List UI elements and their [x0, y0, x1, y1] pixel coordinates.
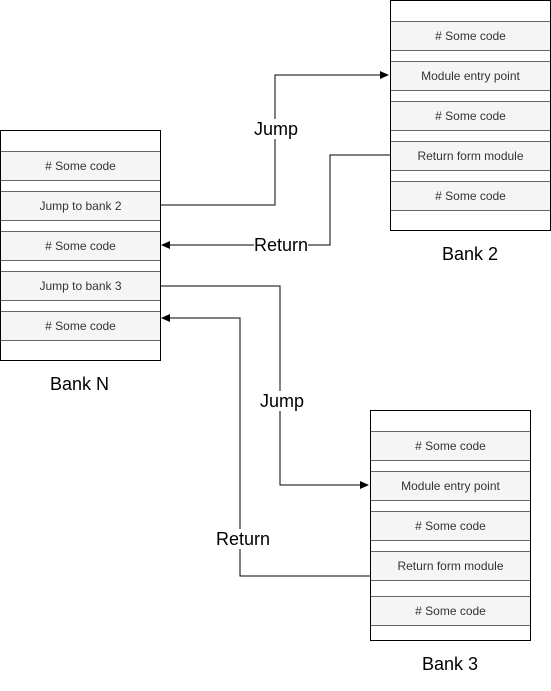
bank-3-cell-some-code-2: # Some code	[371, 511, 530, 541]
bank-3-cell-return-form-module: Return form module	[371, 551, 530, 581]
bank-3-block: # Some code Module entry point # Some co…	[370, 410, 531, 641]
bank-n-cell-jump-to-bank-3: Jump to bank 3	[1, 271, 160, 301]
bank-2-cell-return-form-module: Return form module	[391, 141, 550, 171]
jump-to-bank3-arrow	[160, 285, 369, 489]
return-from-bank3-arrow	[161, 314, 370, 577]
bank-n-label: Bank N	[50, 374, 110, 394]
bank-2-cell-module-entry-point: Module entry point	[391, 61, 550, 91]
bank-2-cell-some-code-2: # Some code	[391, 101, 550, 131]
return-from-bank2-arrow	[161, 154, 390, 249]
bank-2-block: # Some code Module entry point # Some co…	[390, 0, 551, 231]
bank-3-cell-some-code-1: # Some code	[371, 431, 530, 461]
bank-n-cell-jump-to-bank-2: Jump to bank 2	[1, 191, 160, 221]
bank-2-cell-some-code-1: # Some code	[391, 21, 550, 51]
return-label-bank2: Return	[254, 235, 309, 255]
bank-n-block: # Some code Jump to bank 2 # Some code J…	[0, 130, 161, 361]
jump-to-bank2-arrow	[160, 71, 389, 206]
jump-label-bank3: Jump	[260, 391, 305, 411]
bank-n-cell-some-code-3: # Some code	[1, 311, 160, 341]
bank-3-cell-some-code-3: # Some code	[371, 596, 530, 626]
bank-3-cell-module-entry-point: Module entry point	[371, 471, 530, 501]
bank-2-cell-some-code-3: # Some code	[391, 181, 550, 211]
bank-3-label: Bank 3	[422, 654, 479, 674]
return-label-bank3: Return	[216, 529, 271, 549]
jump-label-bank2: Jump	[254, 119, 299, 139]
bank-2-label: Bank 2	[442, 244, 499, 264]
bank-n-cell-some-code-1: # Some code	[1, 151, 160, 181]
bank-n-cell-some-code-2: # Some code	[1, 231, 160, 261]
